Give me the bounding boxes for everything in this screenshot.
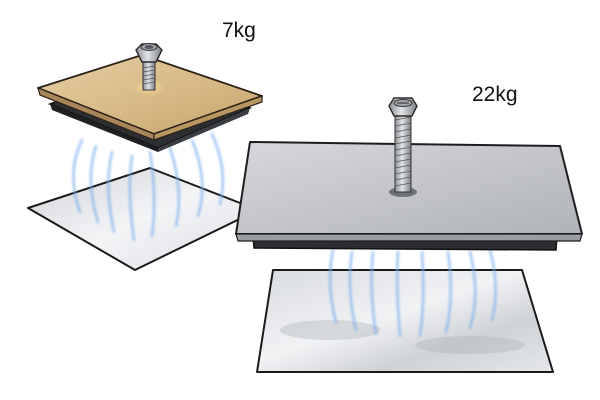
large-field-lines — [329, 248, 497, 338]
small-magnet-weight-label: 7kg — [222, 19, 256, 42]
large-steel-sheet — [256, 269, 554, 373]
large-magnet — [235, 97, 583, 373]
small-bolt — [135, 43, 163, 91]
small-magnet — [27, 43, 263, 271]
large-bolt — [388, 97, 418, 193]
large-magnet-weight-label: 22kg — [472, 83, 518, 106]
small-field-lines — [72, 132, 224, 242]
